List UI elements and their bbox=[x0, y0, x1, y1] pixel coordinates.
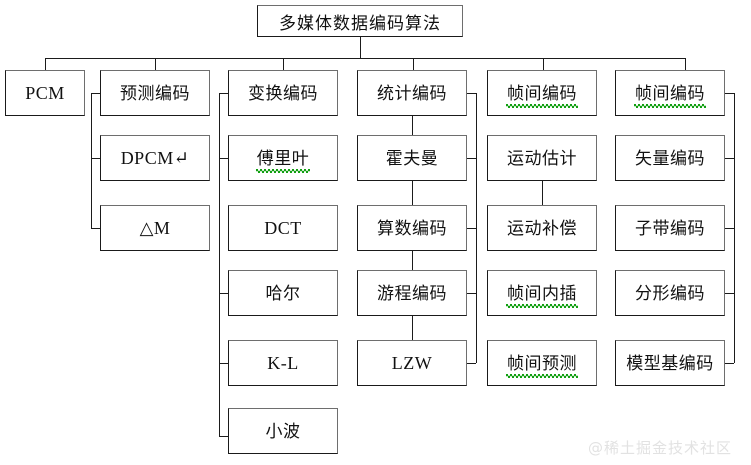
node-label: 运动补偿 bbox=[507, 218, 577, 238]
drop-line-col5 bbox=[543, 58, 544, 70]
bracket-stub-col6-3 bbox=[725, 228, 734, 229]
bracket-stub-col2-2 bbox=[91, 158, 100, 159]
top-bus-line bbox=[45, 58, 685, 59]
chain-line-col4-2 bbox=[412, 181, 413, 205]
node-motion-compensation[interactable]: 运动补偿 bbox=[487, 205, 597, 251]
node-label: K-L bbox=[267, 353, 299, 373]
chain-line-col4-4 bbox=[412, 316, 413, 340]
node-statistical-coding[interactable]: 统计编码 bbox=[357, 70, 467, 116]
node-label: 变换编码 bbox=[248, 83, 318, 103]
bracket-stub-col2-1 bbox=[91, 93, 100, 94]
node-predictive-coding[interactable]: 预测编码 bbox=[100, 70, 210, 116]
root-stem-line bbox=[360, 37, 361, 58]
node-dct[interactable]: DCT bbox=[228, 205, 338, 251]
node-label: 分形编码 bbox=[635, 283, 705, 303]
node-label: 帧间编码 bbox=[506, 83, 578, 108]
node-huffman[interactable]: 霍夫曼 bbox=[357, 135, 467, 181]
bracket-stub-col4-5 bbox=[467, 363, 476, 364]
bracket-stub-col4-3 bbox=[467, 228, 476, 229]
node-delta-m[interactable]: △M bbox=[100, 205, 210, 251]
node-lzw[interactable]: LZW bbox=[357, 340, 467, 386]
node-frame-interpolation[interactable]: 帧间内插 bbox=[487, 270, 597, 316]
root-node-label: 多媒体数据编码算法 bbox=[279, 13, 441, 33]
node-kl[interactable]: K-L bbox=[228, 340, 338, 386]
node-label: 预测编码 bbox=[120, 83, 190, 103]
node-fractal-coding[interactable]: 分形编码 bbox=[615, 270, 725, 316]
drop-line-col1 bbox=[45, 58, 46, 70]
node-label: 霍夫曼 bbox=[385, 148, 439, 168]
node-dpcm[interactable]: DPCM↵ bbox=[100, 135, 210, 181]
bracket-stub-col3-5 bbox=[219, 363, 228, 364]
node-label: 子带编码 bbox=[635, 218, 705, 238]
node-label: PCM bbox=[25, 83, 65, 103]
node-label: 帧间内插 bbox=[506, 283, 578, 308]
node-label: 统计编码 bbox=[377, 83, 447, 103]
bracket-stub-col3-6 bbox=[219, 436, 228, 437]
node-label: 小波 bbox=[265, 421, 301, 441]
node-label: △M bbox=[139, 218, 171, 238]
bracket-stub-col4-4 bbox=[467, 293, 476, 294]
bracket-line-col6 bbox=[734, 93, 735, 363]
node-wavelet[interactable]: 小波 bbox=[228, 408, 338, 454]
node-intraframe-coding[interactable]: 帧间编码 bbox=[487, 70, 597, 116]
bracket-stub-col6-1 bbox=[725, 93, 734, 94]
bracket-stub-col4-1 bbox=[467, 93, 476, 94]
bracket-line-col3 bbox=[219, 93, 220, 436]
bracket-stub-col3-1 bbox=[219, 93, 228, 94]
root-node[interactable]: 多媒体数据编码算法 bbox=[257, 5, 463, 37]
node-pcm[interactable]: PCM bbox=[5, 70, 85, 116]
bracket-stub-col6-2 bbox=[725, 158, 734, 159]
chain-line-col5-2 bbox=[542, 181, 543, 205]
node-haar[interactable]: 哈尔 bbox=[228, 270, 338, 316]
node-label: 游程编码 bbox=[377, 283, 447, 303]
node-frame-prediction[interactable]: 帧间预测 bbox=[487, 340, 597, 386]
node-interframe-coding[interactable]: 帧间编码 bbox=[615, 70, 725, 116]
node-run-length-coding[interactable]: 游程编码 bbox=[357, 270, 467, 316]
node-label: 傅里叶 bbox=[255, 148, 310, 173]
bracket-stub-col6-5 bbox=[725, 363, 734, 364]
node-label: 帧间预测 bbox=[506, 353, 578, 378]
bracket-stub-col6-4 bbox=[725, 293, 734, 294]
node-label: 运动估计 bbox=[507, 148, 577, 168]
node-arithmetic-coding[interactable]: 算数编码 bbox=[357, 205, 467, 251]
node-label: 矢量编码 bbox=[635, 148, 705, 168]
drop-line-col3 bbox=[283, 58, 284, 70]
bracket-stub-col3-2 bbox=[219, 158, 228, 159]
node-transform-coding[interactable]: 变换编码 bbox=[228, 70, 338, 116]
node-label: 模型基编码 bbox=[626, 353, 714, 373]
bracket-line-col4 bbox=[476, 93, 477, 363]
bracket-stub-col2-3 bbox=[91, 228, 100, 229]
bracket-stub-col3-4 bbox=[219, 293, 228, 294]
node-label: LZW bbox=[391, 353, 433, 373]
node-label: 哈尔 bbox=[265, 283, 301, 303]
drop-line-col6 bbox=[685, 58, 686, 70]
chain-line-col4-1 bbox=[412, 116, 413, 135]
node-label: 帧间编码 bbox=[634, 83, 706, 108]
node-subband-coding[interactable]: 子带编码 bbox=[615, 205, 725, 251]
node-motion-estimation[interactable]: 运动估计 bbox=[487, 135, 597, 181]
node-vector-coding[interactable]: 矢量编码 bbox=[615, 135, 725, 181]
node-fourier[interactable]: 傅里叶 bbox=[228, 135, 338, 181]
node-label: 算数编码 bbox=[377, 218, 447, 238]
node-model-based-coding[interactable]: 模型基编码 bbox=[615, 340, 725, 386]
node-label: DPCM↵ bbox=[120, 148, 190, 168]
node-label: DCT bbox=[264, 218, 302, 238]
bracket-stub-col4-2 bbox=[467, 158, 476, 159]
watermark: @稀土掘金技术社区 bbox=[588, 439, 733, 457]
drop-line-col4 bbox=[413, 58, 414, 70]
chain-line-col4-3 bbox=[412, 251, 413, 270]
drop-line-col2 bbox=[155, 58, 156, 70]
bracket-line-col2 bbox=[91, 93, 92, 228]
